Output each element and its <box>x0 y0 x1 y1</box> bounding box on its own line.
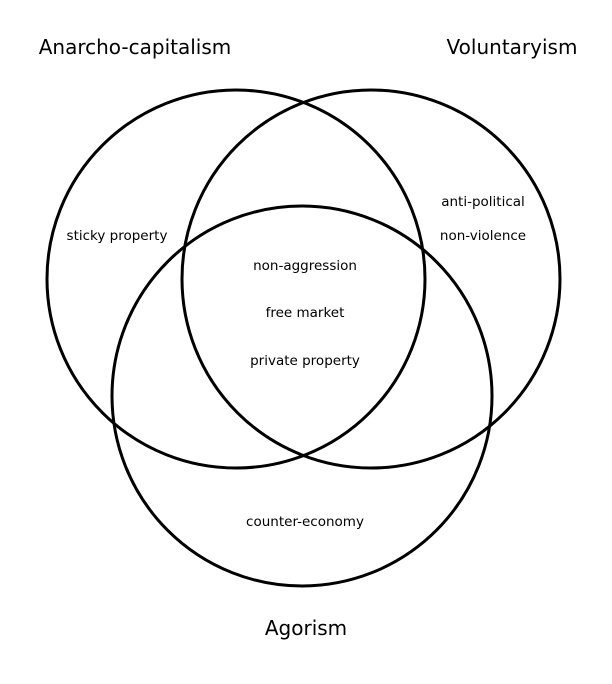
region-voluntaryism-only-2: non-violence <box>439 228 527 244</box>
region-agorism-only: counter-economy <box>246 514 364 530</box>
circle-agorism <box>110 204 494 588</box>
label-anarcho-capitalism: Anarcho-capitalism <box>38 35 232 59</box>
region-center-2: free market <box>265 305 345 321</box>
label-agorism: Agorism <box>264 616 348 640</box>
circle-voluntaryism <box>180 88 562 470</box>
circle-anarcho-capitalism <box>45 88 427 470</box>
region-voluntaryism-only-1: anti-political <box>441 194 525 210</box>
region-center-3: private property <box>250 353 360 369</box>
label-voluntaryism: Voluntaryism <box>446 35 578 59</box>
region-anarcho-capitalism-only: sticky property <box>66 228 168 244</box>
region-center-1: non-aggression <box>253 258 357 274</box>
